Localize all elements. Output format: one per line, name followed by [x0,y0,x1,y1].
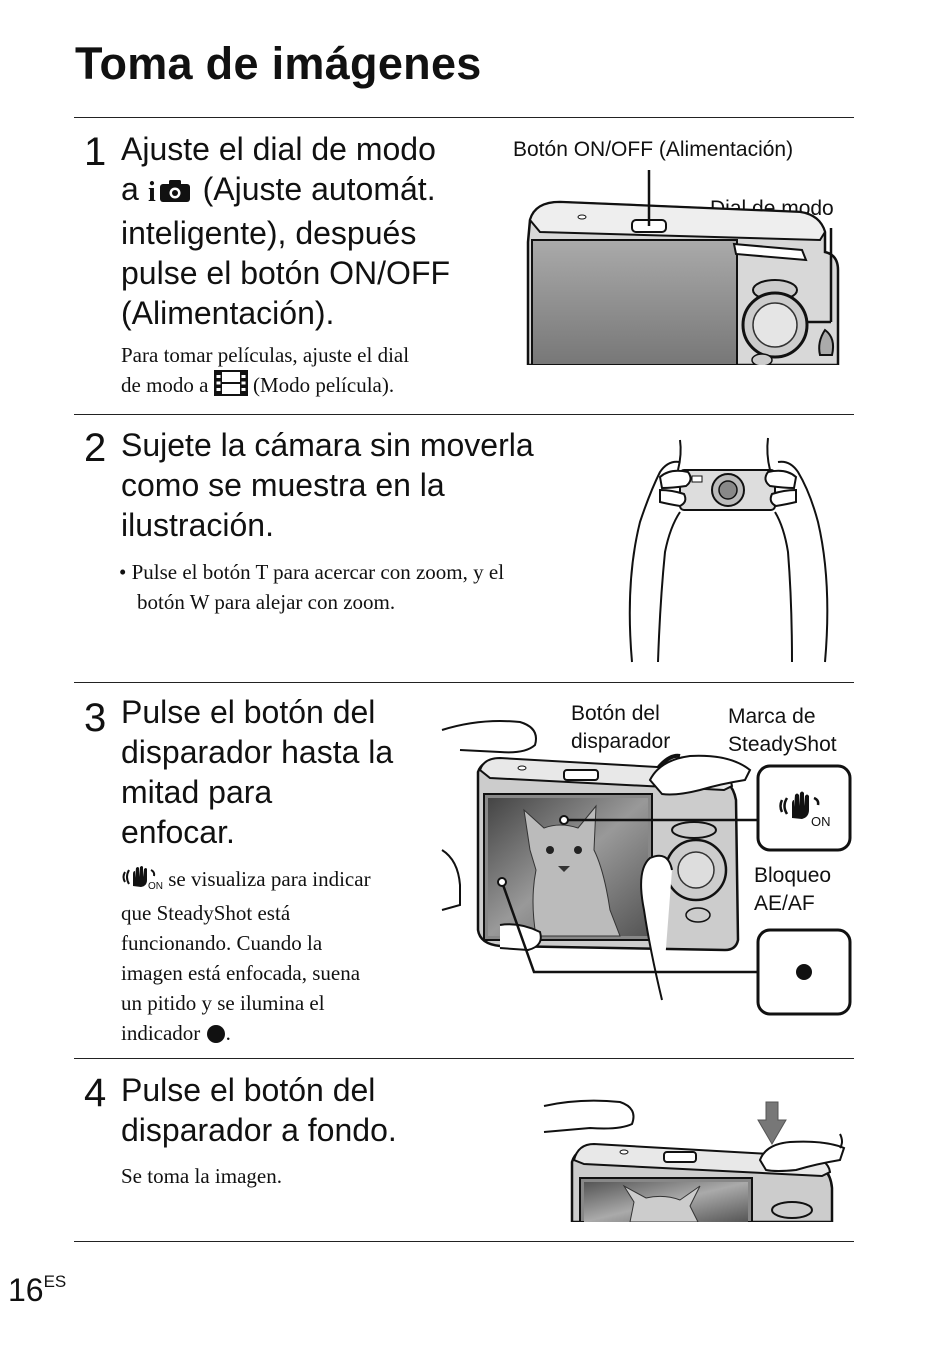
shutter-button-label: Botón del disparador [571,702,671,753]
step-heading: Pulse el botón del disparador hasta la m… [121,694,394,850]
divider [74,1058,854,1059]
page-title: Toma de imágenes [75,38,482,89]
page-number: 16ES [8,1272,67,1308]
divider [74,117,854,118]
movie-mode-icon [213,370,248,404]
step-number: 4 [84,1071,107,1115]
focus-indicator-icon [206,1022,226,1052]
camera-top-illustration [526,170,840,365]
hands-holding-camera-illustration [628,437,829,663]
power-button-label: Botón ON/OFF (Alimentación) [513,138,794,161]
divider [74,682,854,683]
steadyshot-mark-label: Marca de SteadyShot [728,705,837,756]
svg-text:ON: ON [811,814,831,829]
step-number: 1 [84,130,107,174]
step-heading: Pulse el botón del disparador a fondo. [121,1072,397,1148]
camera-full-press-illustration [543,1099,846,1222]
divider [74,414,854,415]
step-note: ON se visualiza para indicar que SteadyS… [121,864,371,1052]
svg-text:ON: ON [148,881,163,890]
step-heading: Sujete la cámara sin moverla como se mue… [121,427,534,543]
camera-back-illustration: ON [441,720,852,1016]
step-note: Para tomar películas, ajuste el dial de … [121,340,409,404]
step-note: • Pulse el botón T para acercar con zoom… [119,560,505,614]
step-note: Se toma la imagen. [121,1164,282,1188]
intelligent-auto-icon: i [148,173,194,213]
step-number: 3 [84,696,107,740]
steadyshot-icon: ON [121,864,163,898]
ae-af-lock-label: Bloqueo AE/AF [754,864,832,915]
divider [74,1241,854,1242]
step-heading: Ajuste el dial de modo a i (Ajuste autom… [121,131,451,331]
step-number: 2 [84,426,107,470]
svg-text:i: i [148,177,156,204]
